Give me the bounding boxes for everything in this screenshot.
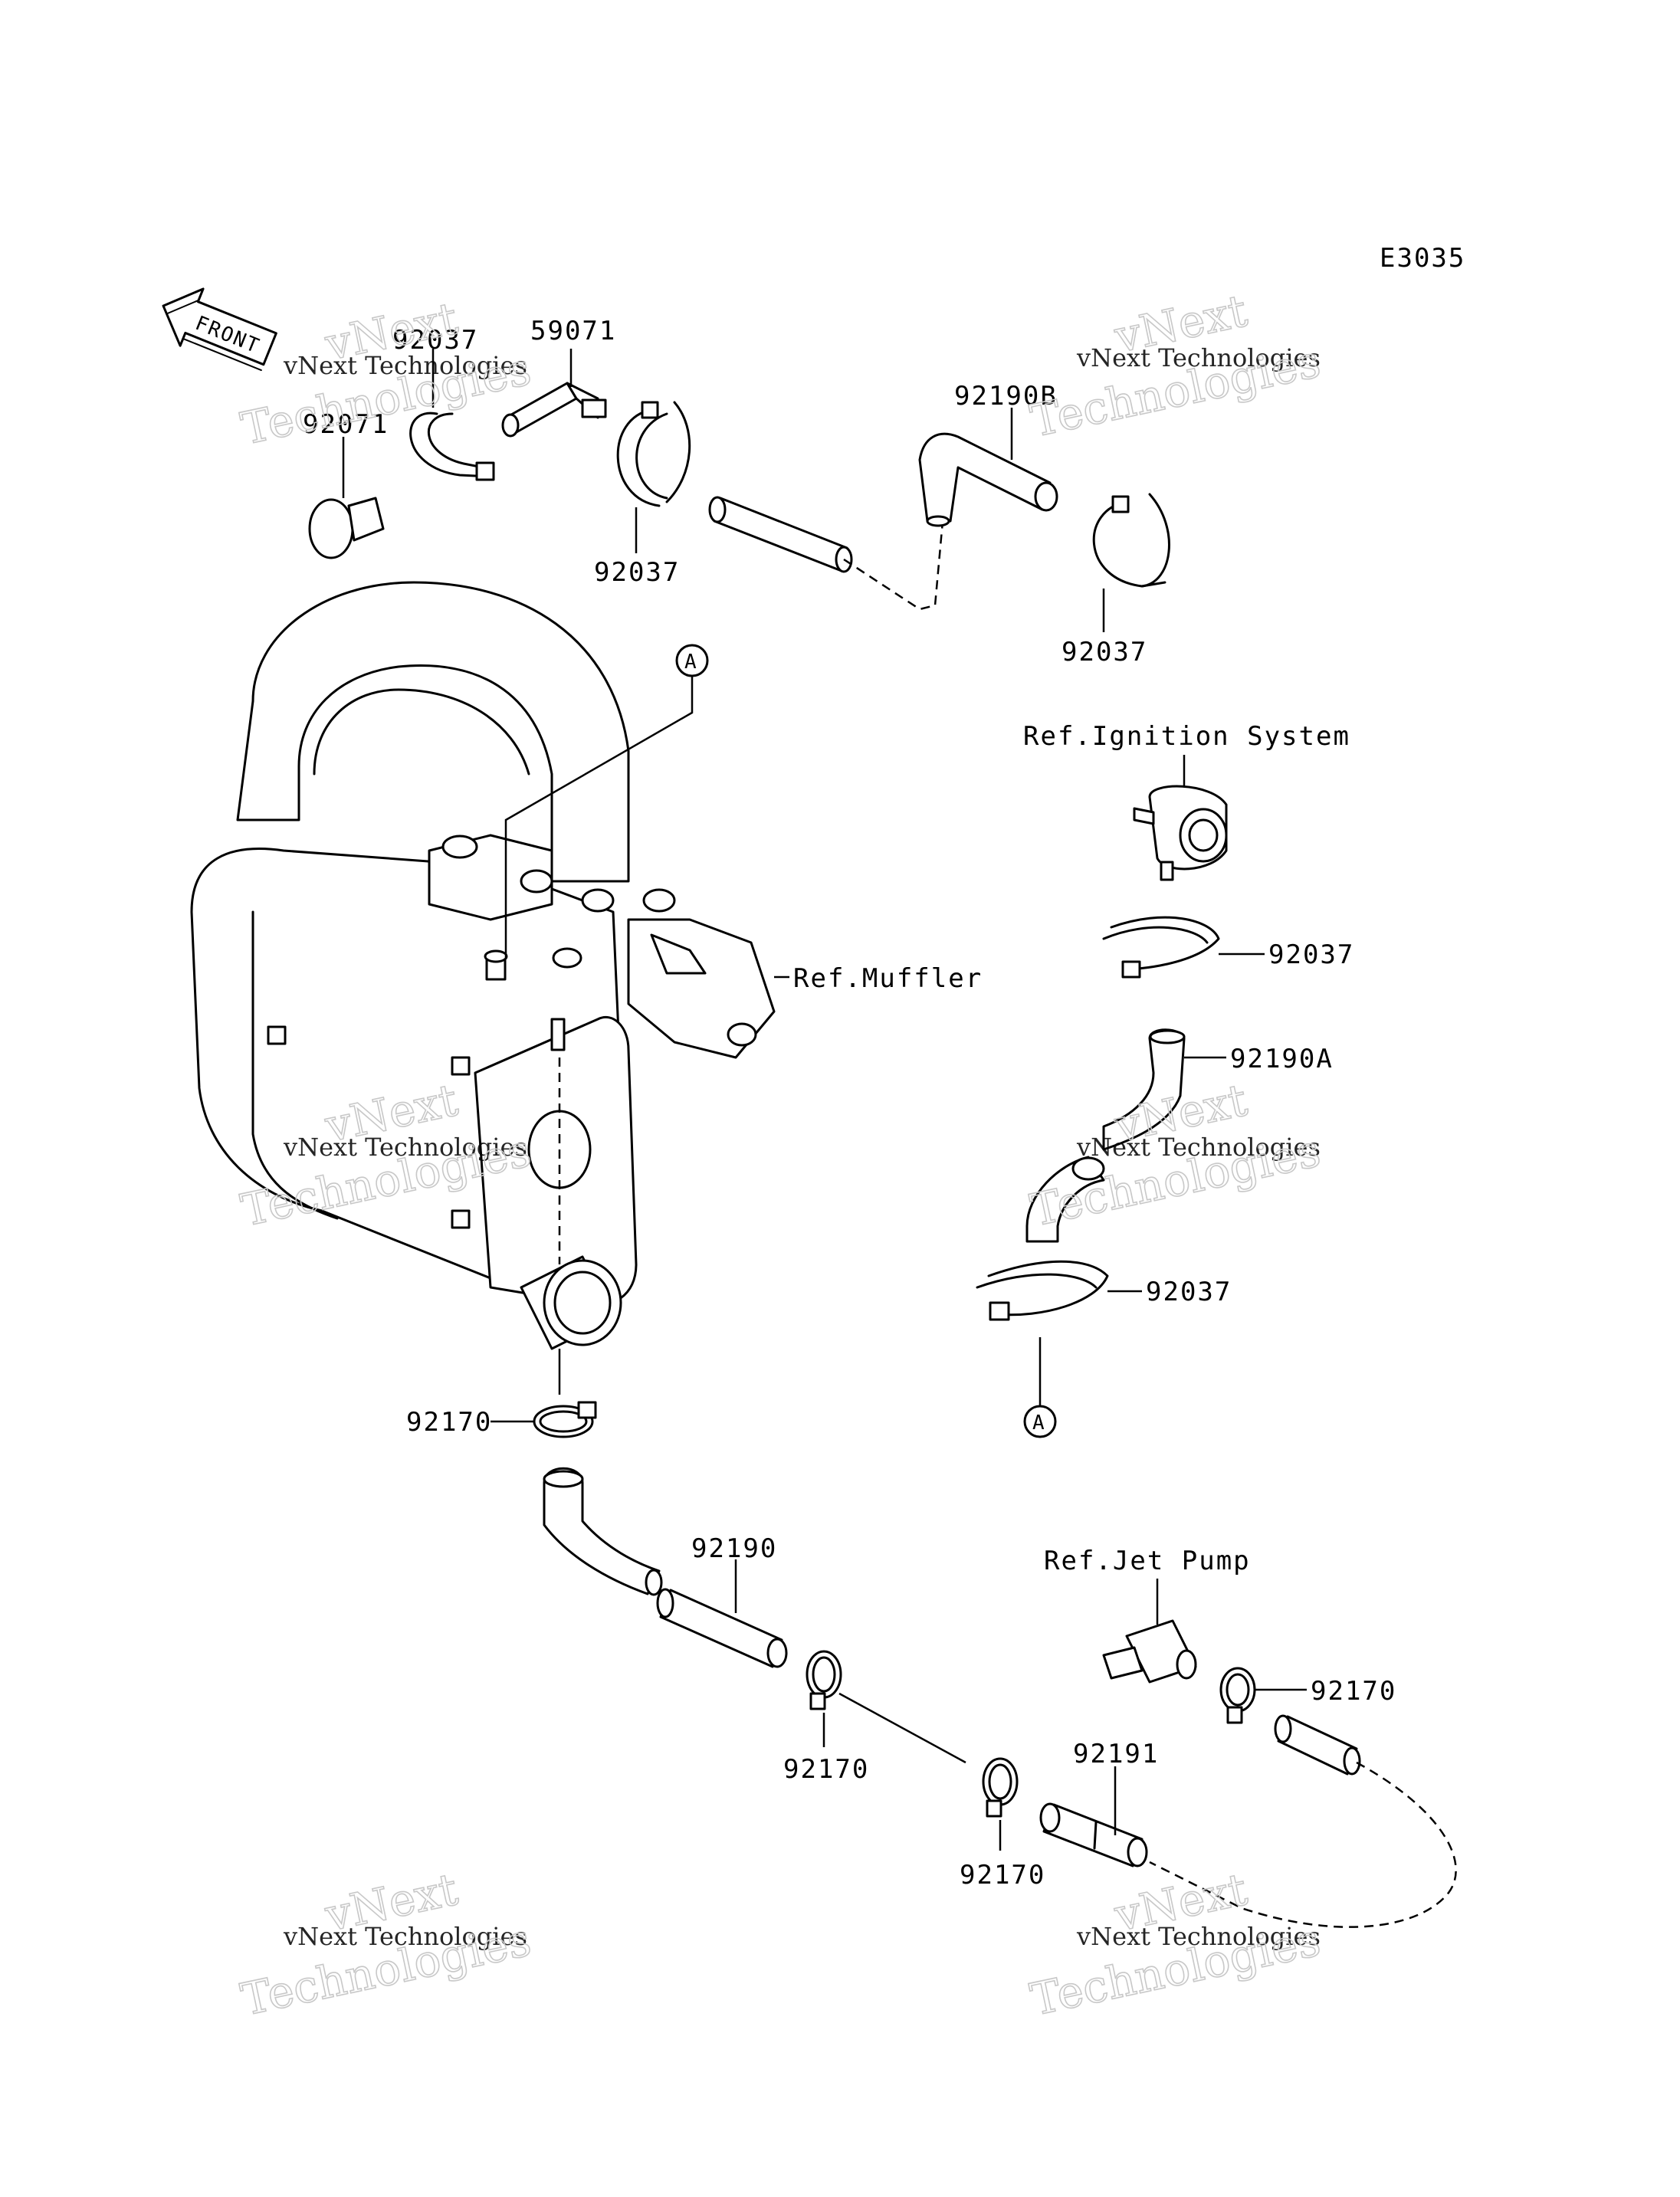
hose-clamp-92170-a — [491, 1401, 597, 1438]
part-label-92190: 92190 — [691, 1533, 777, 1564]
part-label-92170-d: 92170 — [1311, 1676, 1396, 1707]
hose-short-right — [1149, 1714, 1457, 1928]
connector-label-a-bottom: A — [1032, 1412, 1046, 1435]
band-clamp-92037-top-left — [409, 349, 495, 481]
connector-a-bottom: A — [1023, 1405, 1057, 1438]
ref-ignition-system: Ref.Ignition System — [1023, 721, 1350, 752]
band-clamp-92037-middle — [616, 401, 691, 553]
hose-92190 — [656, 1559, 788, 1668]
jet-pump-fitting — [1102, 1619, 1197, 1684]
ref-jet-pump: Ref.Jet Pump — [1044, 1546, 1251, 1576]
part-label-92190A: 92190A — [1230, 1044, 1334, 1074]
part-label-92170-a: 92170 — [406, 1407, 492, 1438]
svg-text:vNext Technologies: vNext Technologies — [1076, 1922, 1321, 1951]
part-label-92037-ignition: 92037 — [1268, 939, 1354, 970]
svg-text:vNext Technologies: vNext Technologies — [1076, 1133, 1321, 1162]
ignition-fitting — [1133, 785, 1228, 881]
hose-clamp-92170-b — [806, 1650, 966, 1764]
watermark-5: vNext vNext Technologies Technologies — [236, 1862, 536, 2026]
plug-bolt-92071 — [308, 437, 385, 559]
part-label-92170-c: 92170 — [960, 1860, 1045, 1890]
svg-text:vNext Technologies: vNext Technologies — [1076, 343, 1321, 372]
watermark-6: vNext vNext Technologies Technologies — [1025, 1862, 1325, 2026]
part-label-92037-top-left: 92037 — [392, 325, 478, 356]
hose-92190B-straight — [708, 496, 944, 611]
connector-a-top: A — [504, 644, 709, 958]
watermark-4: vNext vNext Technologies Technologies — [1025, 1073, 1325, 1237]
hose-bent-lower — [543, 1467, 663, 1596]
svg-text:vNext Technologies: vNext Technologies — [283, 1133, 527, 1162]
part-label-92037-lower: 92037 — [1146, 1277, 1232, 1307]
band-clamp-92037-right — [1092, 493, 1170, 632]
connector-label-a-top: A — [684, 651, 698, 674]
hose-92190A — [1025, 1028, 1226, 1243]
band-clamp-92037-ignition — [1102, 916, 1265, 979]
part-label-59071: 59071 — [530, 316, 616, 346]
hose-92190B-bent — [918, 408, 1058, 527]
part-label-92071: 92071 — [303, 409, 389, 440]
elbow-fitting-59071 — [501, 349, 607, 438]
hose-92191 — [1039, 1766, 1148, 1867]
band-clamp-92037-lower — [976, 1260, 1142, 1406]
svg-text:vNext Technologies: vNext Technologies — [283, 1922, 527, 1951]
hose-clamp-92170-d — [1219, 1667, 1307, 1724]
part-label-92190B: 92190B — [954, 381, 1058, 412]
part-label-92037-right: 92037 — [1061, 637, 1147, 667]
ref-muffler: Ref.Muffler — [793, 963, 983, 994]
part-label-92170-b: 92170 — [783, 1754, 869, 1785]
part-label-92191: 92191 — [1073, 1739, 1159, 1769]
hose-clamp-92170-c — [982, 1757, 1019, 1851]
part-label-92037-middle: 92037 — [594, 557, 680, 588]
front-arrow-icon: FRONT — [162, 287, 277, 372]
watermark-2: vNext vNext Technologies Technologies — [1025, 284, 1325, 448]
diagram-code: E3035 — [1380, 243, 1465, 274]
muffler-assembly — [190, 581, 776, 1395]
svg-text:vNext Technologies: vNext Technologies — [283, 351, 527, 380]
